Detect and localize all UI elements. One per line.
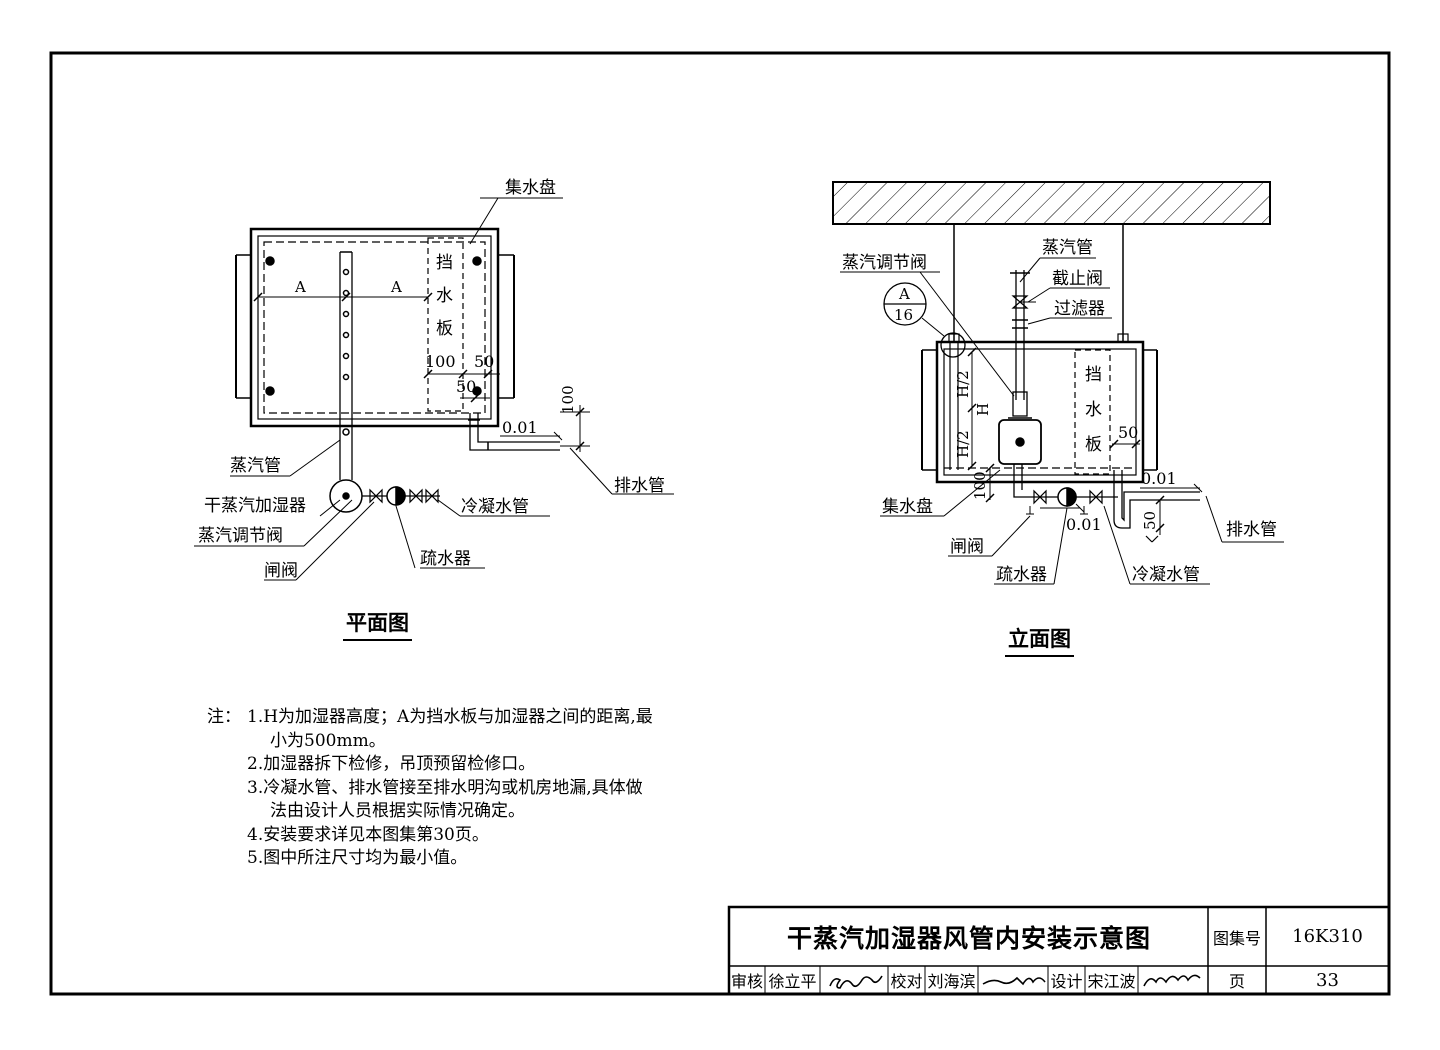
elev-label-regulating-valve: 蒸汽调节阀	[842, 253, 927, 273]
note-3-num: 3.	[247, 777, 264, 798]
elevation-view	[832, 181, 1284, 585]
note-1-line-2: 小为500mm。	[270, 730, 386, 751]
plan-dim-100: 100	[425, 352, 456, 371]
elev-dim-h-half-bottom: H/2	[954, 430, 972, 458]
plan-baffle	[427, 237, 464, 412]
elev-slope-1: 0.01	[1141, 469, 1177, 488]
plan-dim-a1: A	[294, 278, 306, 296]
plan-label-humidifier: 干蒸汽加湿器	[204, 496, 306, 516]
plan-label-baffle-3: 板	[436, 319, 453, 339]
title-block	[727, 905, 1391, 996]
notes-heading: 注：	[207, 707, 241, 727]
note-4-num: 4.	[247, 824, 264, 845]
check-label: 校对	[890, 972, 923, 991]
elev-dim-h: H	[974, 403, 992, 416]
atlas-label: 图集号	[1212, 928, 1261, 948]
review-label: 审核	[730, 972, 763, 991]
elevation-view-title: 立面图	[1005, 623, 1074, 657]
plan-label-steam-pipe: 蒸汽管	[230, 456, 281, 476]
signature-reviewer	[829, 975, 883, 989]
elev-label-strainer: 过滤器	[1054, 299, 1105, 319]
elevation-humidifier	[998, 419, 1042, 465]
elev-label-steam-pipe: 蒸汽管	[1042, 238, 1093, 258]
plan-dim-100-vertical: 100	[559, 385, 577, 414]
elev-dim-100: 100	[971, 471, 989, 500]
designer-name: 宋江波	[1087, 972, 1136, 991]
elev-detail-ref-bottom: 16	[894, 306, 913, 324]
atlas-number: 16K310	[1292, 926, 1363, 947]
page-number: 33	[1316, 969, 1339, 991]
note-4-line-1: 安装要求详见本图集第30页。	[263, 824, 489, 845]
checker-name: 刘海滨	[927, 972, 976, 991]
plan-view	[194, 197, 674, 581]
signature-designer	[1143, 974, 1201, 987]
note-3-line-2: 法由设计人员根据实际情况确定。	[270, 801, 525, 821]
elev-label-condensate-pipe: 冷凝水管	[1132, 565, 1200, 585]
plan-dim-50-bottom: 50	[456, 377, 476, 396]
ceiling-slab	[832, 181, 1271, 225]
plan-collector-tray	[263, 241, 486, 414]
plan-duct	[249, 227, 500, 428]
elev-label-drain-pipe: 排水管	[1226, 520, 1277, 540]
plan-label-gate-valve: 闸阀	[264, 561, 298, 581]
plan-label-trap: 疏水器	[420, 549, 471, 569]
plan-label-drain-pipe: 排水管	[614, 476, 665, 496]
note-1-line-1: H为加湿器高度；A为挡水板与加湿器之间的距离,最	[263, 707, 653, 727]
elev-slope-2: 0.01	[1066, 515, 1102, 534]
elev-label-collector-tray: 集水盘	[882, 497, 933, 517]
plan-slope: 0.01	[502, 418, 538, 437]
elev-dim-50: 50	[1118, 423, 1138, 442]
elev-label-stop-valve: 截止阀	[1052, 269, 1103, 289]
plan-label-condensate-pipe: 冷凝水管	[461, 497, 529, 517]
page-label: 页	[1228, 972, 1245, 991]
drawing-title: 干蒸汽加湿器风管内安装示意图	[786, 924, 1151, 953]
design-label: 设计	[1050, 972, 1083, 991]
note-1-num: 1.	[247, 707, 264, 727]
elev-label-gate-valve: 闸阀	[950, 537, 984, 557]
plan-label-regulating-valve: 蒸汽调节阀	[198, 526, 283, 546]
sheet-border	[49, 51, 1391, 996]
plan-label-baffle-2: 水	[436, 286, 453, 306]
note-5-line-1: 图中所注尺寸均为最小值。	[263, 848, 468, 868]
elev-detail-ref-top: A	[898, 285, 910, 303]
elevation-baffle	[1074, 349, 1111, 475]
note-2-line-1: 加湿器拆下检修，吊顶预留检修口。	[263, 754, 536, 774]
signature-checker	[982, 976, 1046, 986]
reviewer-name: 徐立平	[768, 972, 817, 991]
note-5-num: 5.	[247, 848, 264, 868]
plan-dim-a2: A	[390, 278, 402, 296]
elev-label-trap: 疏水器	[996, 565, 1047, 585]
plan-dim-50-top: 50	[474, 352, 494, 371]
notes-block: 注： 1.H为加湿器高度；A为挡水板与加湿器之间的距离,最 小为500mm。 2.…	[207, 706, 653, 871]
plan-label-baffle-1: 挡	[436, 253, 453, 273]
elev-label-baffle-2: 水	[1085, 400, 1102, 420]
elev-dim-50-vertical: 50	[1141, 511, 1159, 530]
note-3-line-1: 冷凝水管、排水管接至排水明沟或机房地漏,具体做	[263, 777, 643, 798]
plan-view-title: 平面图	[343, 607, 412, 641]
note-2-num: 2.	[247, 754, 264, 774]
elevation-duct	[935, 340, 1145, 484]
elev-dim-h-half-top: H/2	[954, 370, 972, 398]
elev-label-baffle-3: 板	[1085, 435, 1102, 455]
plan-label-collector-tray: 集水盘	[505, 178, 556, 198]
elev-label-baffle-1: 挡	[1085, 365, 1102, 385]
